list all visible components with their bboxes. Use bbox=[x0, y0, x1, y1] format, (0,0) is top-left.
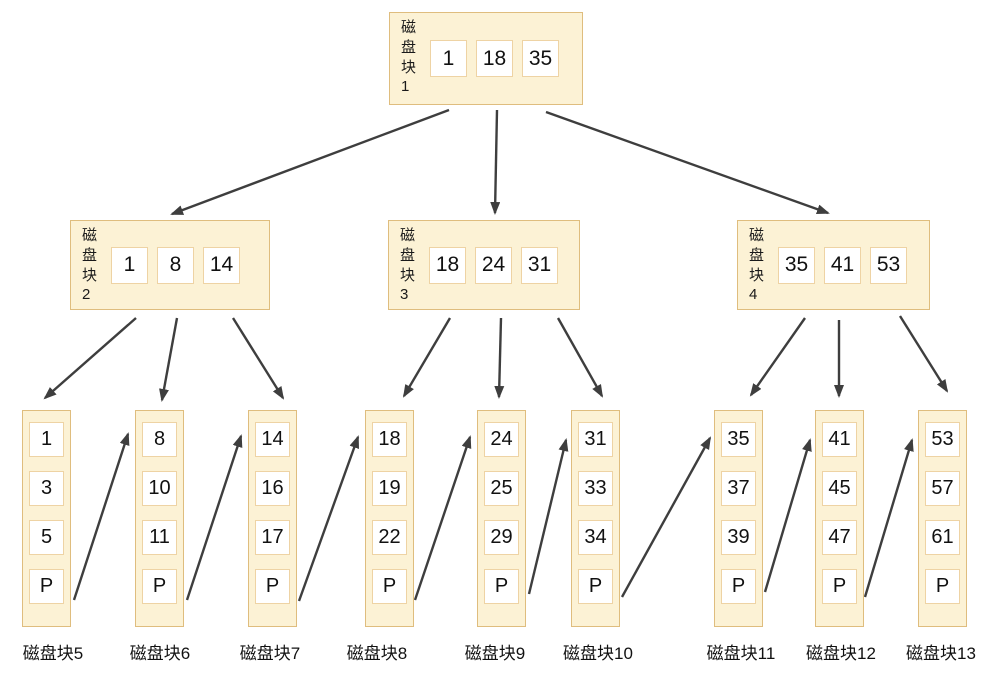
key-cell: 8 bbox=[157, 246, 194, 284]
leaf-caption-block10: 磁盘块10 bbox=[563, 644, 633, 663]
key-cell: 5 bbox=[29, 520, 64, 555]
pointer-cell: P bbox=[255, 569, 290, 604]
leaf-caption-block5: 磁盘块5 bbox=[22, 644, 84, 663]
edge-block4-to-block11 bbox=[749, 317, 806, 397]
key-cell: 24 bbox=[484, 422, 519, 457]
key-cell: 34 bbox=[578, 520, 613, 555]
key-cell: 29 bbox=[484, 520, 519, 555]
key-cell: 37 bbox=[721, 471, 756, 506]
key-cell: 18 bbox=[429, 246, 466, 284]
link-block8-to-block9 bbox=[413, 435, 472, 601]
pointer-cell: P bbox=[578, 569, 613, 604]
key-cell: 17 bbox=[255, 520, 290, 555]
key-cell: 10 bbox=[142, 471, 177, 506]
key-cell: 45 bbox=[822, 471, 857, 506]
key-cell: 53 bbox=[925, 422, 960, 457]
key-cells: 35 41 53 bbox=[778, 226, 907, 304]
key-cell: 18 bbox=[476, 40, 513, 77]
edge-block2-to-block6 bbox=[159, 317, 179, 402]
node-disk-block-11: 35 37 39 P bbox=[714, 410, 763, 627]
pointer-cell: P bbox=[142, 569, 177, 604]
node-disk-block-6: 8 10 11 P bbox=[135, 410, 184, 627]
leaf-caption-block7: 磁盘块7 bbox=[239, 644, 301, 663]
link-block6-to-block7 bbox=[185, 434, 243, 601]
key-cell: 8 bbox=[142, 422, 177, 457]
pointer-cell: P bbox=[721, 569, 756, 604]
key-cell: 11 bbox=[142, 520, 177, 555]
key-cells: 18 24 31 bbox=[429, 226, 558, 304]
leaf-caption-block9: 磁盘块9 bbox=[464, 644, 526, 663]
key-cell: 18 bbox=[372, 422, 407, 457]
node-disk-block-4: 磁盘块4 35 41 53 bbox=[737, 220, 930, 310]
edge-block2-to-block5 bbox=[43, 317, 137, 400]
edge-block3-to-block8 bbox=[402, 317, 452, 398]
leaf-caption-block11: 磁盘块11 bbox=[706, 644, 776, 663]
key-cell: 16 bbox=[255, 471, 290, 506]
pointer-cell: P bbox=[372, 569, 407, 604]
edge-block3-to-block9 bbox=[494, 317, 505, 399]
key-cell: 14 bbox=[203, 246, 240, 284]
key-cells: 1 18 35 bbox=[430, 18, 559, 99]
link-block9-to-block10 bbox=[527, 438, 569, 595]
link-block5-to-block6 bbox=[72, 432, 130, 601]
disk-block-4-label: 磁盘块4 bbox=[749, 227, 765, 304]
key-cell: 33 bbox=[578, 471, 613, 506]
pointer-cell: P bbox=[484, 569, 519, 604]
leaf-caption-block6: 磁盘块6 bbox=[129, 644, 191, 663]
leaf-caption-block8: 磁盘块8 bbox=[346, 644, 408, 663]
edge-block2-to-block7 bbox=[231, 317, 285, 400]
link-block7-to-block8 bbox=[297, 435, 360, 602]
pointer-cell: P bbox=[822, 569, 857, 604]
key-cell: 35 bbox=[721, 422, 756, 457]
key-cell: 31 bbox=[578, 422, 613, 457]
link-block12-to-block13 bbox=[863, 438, 914, 598]
node-disk-block-7: 14 16 17 P bbox=[248, 410, 297, 627]
key-cell: 14 bbox=[255, 422, 290, 457]
node-disk-block-2: 磁盘块2 1 8 14 bbox=[70, 220, 270, 310]
key-cell: 35 bbox=[522, 40, 559, 77]
key-cell: 53 bbox=[870, 246, 907, 284]
node-disk-block-12: 41 45 47 P bbox=[815, 410, 864, 627]
edge-block3-to-block10 bbox=[556, 317, 604, 398]
node-disk-block-10: 31 33 34 P bbox=[571, 410, 620, 627]
key-cell: 1 bbox=[29, 422, 64, 457]
key-cell: 1 bbox=[430, 40, 467, 77]
key-cell: 3 bbox=[29, 471, 64, 506]
node-disk-block-3: 磁盘块3 18 24 31 bbox=[388, 220, 580, 310]
disk-block-3-label: 磁盘块3 bbox=[400, 227, 416, 304]
node-disk-block-13: 53 57 61 P bbox=[918, 410, 967, 627]
key-cell: 25 bbox=[484, 471, 519, 506]
key-cell: 19 bbox=[372, 471, 407, 506]
edge-block1-to-block4 bbox=[545, 110, 830, 215]
key-cell: 41 bbox=[824, 246, 861, 284]
pointer-cell: P bbox=[925, 569, 960, 604]
edge-block1-to-block2 bbox=[170, 108, 450, 216]
key-cells: 1 8 14 bbox=[111, 226, 240, 304]
link-block10-to-block11 bbox=[620, 436, 712, 598]
edge-block1-to-block3 bbox=[490, 109, 501, 215]
edge-block4-to-block13 bbox=[898, 315, 949, 393]
node-disk-block-9: 24 25 29 P bbox=[477, 410, 526, 627]
leaf-caption-block12: 磁盘块12 bbox=[806, 644, 876, 663]
pointer-cell: P bbox=[29, 569, 64, 604]
node-disk-block-8: 18 19 22 P bbox=[365, 410, 414, 627]
leaf-caption-block13: 磁盘块13 bbox=[906, 644, 976, 663]
key-cell: 57 bbox=[925, 471, 960, 506]
key-cell: 22 bbox=[372, 520, 407, 555]
key-cell: 35 bbox=[778, 246, 815, 284]
key-cell: 47 bbox=[822, 520, 857, 555]
key-cell: 41 bbox=[822, 422, 857, 457]
key-cell: 1 bbox=[111, 246, 148, 284]
link-block11-to-block12 bbox=[763, 438, 812, 593]
key-cell: 31 bbox=[521, 246, 558, 284]
key-cell: 61 bbox=[925, 520, 960, 555]
key-cell: 24 bbox=[475, 246, 512, 284]
node-disk-block-5: 1 3 5 P bbox=[22, 410, 71, 627]
key-cell: 39 bbox=[721, 520, 756, 555]
disk-block-1-label: 磁盘块1 bbox=[401, 19, 417, 96]
node-disk-block-1: 磁盘块1 1 18 35 bbox=[389, 12, 583, 105]
disk-block-2-label: 磁盘块2 bbox=[82, 227, 98, 304]
